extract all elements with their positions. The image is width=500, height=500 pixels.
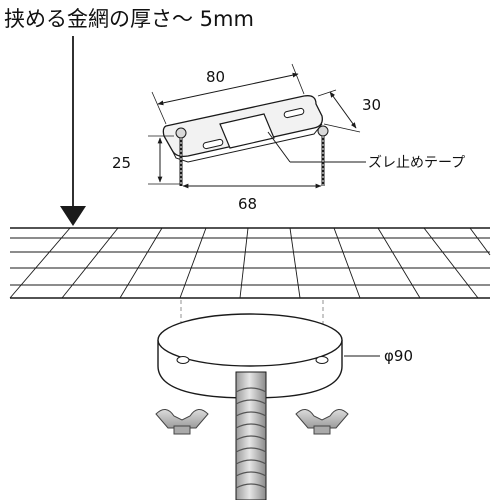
wing-nut-right (295, 409, 349, 435)
ceiling-mesh (9, 227, 491, 299)
thickness-arrow (60, 36, 86, 226)
dimension-80-label: 80 (206, 68, 225, 86)
anti-slip-tape-label: ズレ止めテープ (368, 155, 465, 171)
diagram-title: 挟める金網の厚さ～ 5mm (4, 7, 254, 31)
wing-nut-left (155, 409, 209, 435)
dimension-68-label: 68 (238, 195, 257, 213)
dimension-80 (151, 63, 305, 125)
base-diameter-label: φ90 (384, 347, 413, 365)
hanging-cord (235, 371, 267, 500)
dimension-30-label: 30 (362, 96, 381, 114)
dimension-25-label: 25 (112, 154, 131, 172)
dimension-30 (317, 89, 361, 133)
ceiling-canopy (157, 313, 380, 399)
screw-left (175, 127, 187, 186)
mounting-plate (162, 95, 366, 163)
screw-right (317, 125, 329, 186)
dimension-25 (148, 135, 180, 185)
